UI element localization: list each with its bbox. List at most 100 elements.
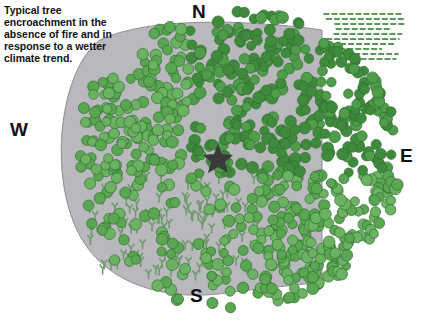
tree-symbol: [193, 271, 199, 281]
tree-canopy: [292, 59, 303, 70]
tree-canopy: [310, 172, 320, 182]
tree-canopy: [98, 78, 107, 87]
tree-canopy: [339, 108, 350, 119]
tree-symbol: [140, 240, 146, 250]
tree-canopy: [131, 255, 141, 265]
tree-symbol: [132, 208, 138, 218]
tree-canopy: [241, 122, 250, 131]
tree-canopy: [249, 225, 259, 235]
tree-canopy: [238, 246, 248, 256]
tree-canopy: [369, 195, 380, 206]
tree-canopy: [91, 164, 101, 174]
tree-dash: [326, 18, 404, 20]
tree-canopy: [252, 35, 262, 45]
tree-canopy: [320, 208, 332, 220]
tree-canopy: [243, 85, 253, 95]
tree-canopy: [301, 45, 310, 54]
tree-canopy: [194, 147, 203, 156]
tree-canopy: [120, 187, 131, 198]
tree-canopy: [375, 148, 386, 159]
tree-canopy: [187, 40, 197, 50]
tree-canopy: [163, 45, 173, 55]
tree-canopy: [89, 107, 100, 118]
tree-canopy: [240, 30, 251, 41]
tree-canopy: [329, 131, 341, 143]
tree-canopy: [272, 184, 284, 196]
tree-canopy: [177, 105, 189, 117]
tree-canopy: [225, 134, 234, 143]
site-area: [61, 22, 322, 295]
tree-canopy: [81, 154, 91, 164]
tree-canopy: [164, 21, 175, 32]
tree-canopy: [350, 197, 359, 206]
tree-symbol: [153, 265, 159, 275]
tree-symbol: [127, 204, 133, 214]
tree-canopy: [337, 148, 349, 160]
tree-canopy: [361, 175, 372, 186]
tree-canopy: [269, 138, 279, 148]
tree-canopy: [293, 18, 303, 28]
tree-canopy: [279, 127, 291, 139]
tree-canopy: [306, 238, 316, 248]
tree-canopy: [170, 197, 180, 207]
tree-canopy: [369, 229, 378, 238]
tree-symbol: [200, 215, 206, 225]
tree-canopy: [264, 24, 275, 35]
tree-canopy: [356, 113, 366, 123]
tree-dash: [334, 23, 404, 25]
tree-canopy: [202, 70, 213, 81]
tree-canopy: [379, 118, 388, 127]
tree-canopy: [292, 181, 302, 191]
tree-canopy: [215, 199, 226, 210]
tree-symbols: [87, 172, 261, 281]
tree-canopy: [109, 255, 119, 265]
tree-canopy: [149, 155, 160, 166]
tree-canopy: [87, 218, 97, 228]
tree-canopy: [288, 245, 297, 254]
tree-canopy: [144, 76, 155, 87]
tree-canopy: [349, 64, 360, 75]
tree-canopy: [293, 35, 304, 46]
tree-canopy: [149, 28, 160, 39]
tree-canopy: [102, 117, 111, 126]
tree-canopy: [257, 173, 268, 184]
compass-north: N: [192, 2, 206, 22]
tree-canopy: [253, 243, 264, 254]
tree-canopy: [358, 165, 368, 175]
tree-canopy: [218, 30, 228, 40]
tree-canopy: [103, 88, 114, 99]
tree-canopy: [78, 103, 89, 114]
tree-dash: [333, 33, 402, 35]
tree-canopy: [235, 214, 245, 224]
tree-canopy: [220, 236, 229, 245]
tree-symbol: [145, 269, 151, 279]
note-text: Typical tree encroachment in the absence…: [4, 4, 132, 64]
tree-canopy: [95, 139, 106, 150]
tree-canopy: [284, 292, 295, 303]
tree-symbol: [251, 174, 257, 184]
tree-canopy: [266, 35, 277, 46]
tree-canopy: [166, 259, 178, 271]
tree-canopy: [276, 229, 285, 238]
tree-canopy: [386, 107, 396, 117]
tree-canopy: [247, 162, 259, 174]
tree-canopy: [176, 23, 187, 34]
tree-canopy: [273, 57, 283, 67]
tree-canopy: [392, 179, 404, 191]
tree-canopy: [319, 38, 329, 48]
tree-canopy: [225, 302, 235, 312]
tree-canopy: [366, 105, 376, 115]
tree-canopy: [168, 160, 178, 170]
tree-canopy: [196, 123, 205, 132]
tree-canopy: [259, 62, 268, 71]
tree-canopy: [284, 213, 294, 223]
tree-canopy: [181, 79, 191, 89]
tree-canopy: [236, 158, 248, 170]
tree-symbol: [166, 219, 172, 229]
tree-canopy: [193, 239, 204, 250]
tree-canopy: [327, 78, 336, 87]
tree-canopy: [264, 226, 274, 236]
tree-canopy: [294, 166, 305, 177]
tree-canopy: [333, 46, 344, 57]
